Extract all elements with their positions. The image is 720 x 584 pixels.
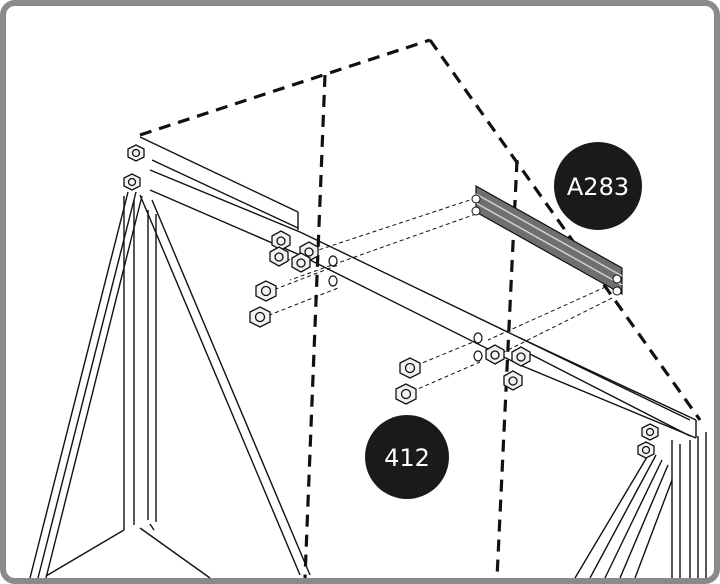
bar-end-hole-4: [612, 286, 622, 296]
nut-mid-3: [503, 370, 523, 391]
dashed-top-left: [139, 38, 431, 137]
nut-right-2: [637, 441, 655, 459]
guide-2: [289, 213, 477, 281]
right-brace-c: [604, 459, 663, 579]
fasteners: [123, 144, 659, 459]
left-post-outer-a: [29, 191, 129, 579]
structure-lines: [29, 136, 707, 579]
plate-hole: [473, 350, 483, 362]
plate-hole: [328, 255, 338, 267]
dashed-top-right: [428, 39, 702, 421]
callout-412: 412: [365, 415, 449, 499]
plate-holes: [328, 255, 483, 362]
nut-loose-2: [249, 306, 271, 328]
left-post-outer-b: [37, 191, 137, 579]
nut-plate-2: [269, 246, 289, 267]
nut-loose-1: [255, 280, 277, 302]
bar-highlight-2: [475, 202, 623, 286]
nut-loose-4: [395, 383, 417, 405]
top-beam-upper-edge: [139, 136, 299, 213]
right-brace-d: [619, 464, 669, 579]
nut-loose-3: [399, 357, 421, 379]
bar-end-hole-2: [471, 206, 481, 216]
nut-top-left-1: [127, 144, 145, 162]
callout-a283-circle: [554, 142, 642, 230]
bottom-panel-top: [45, 529, 125, 577]
guide-5: [487, 283, 613, 341]
plate-hole: [328, 275, 338, 287]
bottom-panel-inner: [149, 523, 155, 531]
left-brace-b: [151, 199, 311, 576]
right-brace-e: [634, 479, 673, 579]
plate-hole: [473, 332, 483, 344]
callout-a283: A283: [554, 142, 642, 230]
bar-end-hole-3: [612, 274, 622, 284]
plate-top-edge: [149, 169, 697, 421]
right-brace-b: [589, 454, 657, 579]
top-beam-lower-edge: [151, 159, 299, 229]
nut-mid-1: [485, 344, 505, 365]
right-beam-upper: [519, 337, 691, 421]
callout-a283-label: A283: [567, 173, 629, 201]
nut-plate-1: [271, 230, 291, 251]
bar-part-a283: [471, 184, 623, 296]
left-brace-a: [139, 194, 301, 576]
bar-highlight-1: [475, 193, 623, 277]
bottom-panel-right: [139, 527, 211, 579]
nut-mid-2: [511, 346, 531, 367]
nut-plate-4: [291, 252, 311, 273]
nut-right-1: [641, 423, 659, 441]
guide-3: [267, 264, 339, 293]
right-beam-lower: [529, 353, 691, 437]
right-brace-a: [574, 451, 651, 579]
left-post-outer-c: [45, 195, 143, 579]
callout-412-circle: [365, 415, 449, 499]
bar-end-hole-1: [471, 194, 481, 204]
dashed-post-left: [303, 74, 327, 579]
callout-412-label: 412: [384, 444, 430, 472]
plate-bottom-edge: [149, 189, 697, 439]
nut-top-left-2: [123, 173, 141, 191]
guide-6: [495, 297, 613, 357]
guide-7: [409, 339, 479, 369]
